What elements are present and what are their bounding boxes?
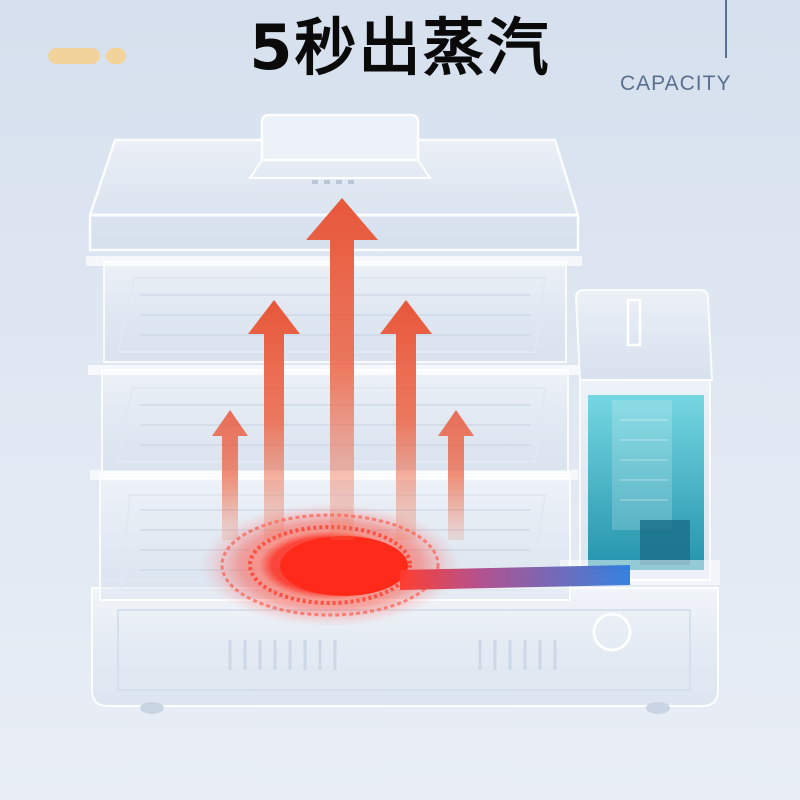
steam-arrow-far-right bbox=[438, 410, 474, 540]
steam-arrow-right bbox=[380, 300, 432, 540]
steam-arrows bbox=[212, 198, 474, 540]
base-tray bbox=[91, 587, 719, 714]
steam-arrow-center bbox=[306, 198, 378, 540]
capacity-label: CAPACITY bbox=[620, 72, 732, 95]
headline-text: 5秒出蒸汽 bbox=[249, 11, 551, 84]
steam-arrow-left bbox=[248, 300, 300, 540]
steamer-lid bbox=[88, 113, 580, 252]
logo-pill-short bbox=[106, 48, 126, 64]
brand-pill-logo bbox=[48, 46, 130, 66]
divider-line bbox=[725, 0, 727, 58]
water-tank bbox=[560, 289, 720, 585]
steam-arrow-far-left bbox=[212, 410, 248, 540]
logo-pill-long bbox=[48, 48, 100, 64]
